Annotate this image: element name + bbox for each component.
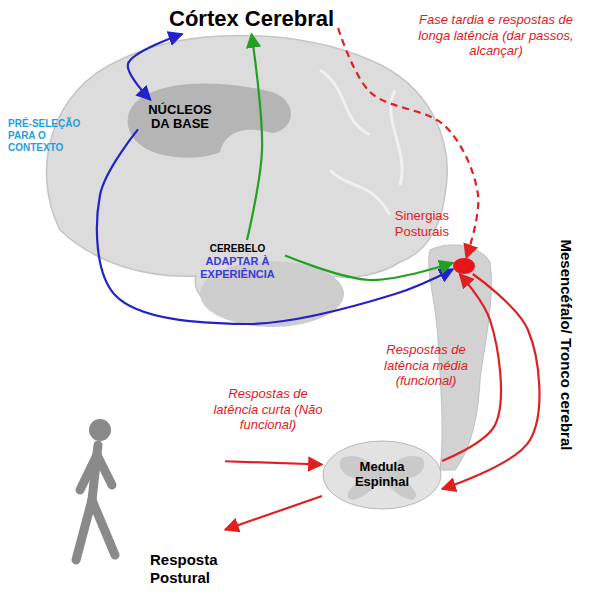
person-figure [76,445,115,560]
dot-shape [453,258,475,274]
node-text: NÚCLEOS DA BASE [141,103,219,132]
arm [80,455,97,490]
connector-arrow [225,496,322,530]
connector-arrow [97,129,453,324]
node-text: Medula Espinhal [342,460,422,490]
brain-gyrus [320,70,370,135]
region-title: Córtex Cerebral [165,4,338,34]
grey-matter [340,456,424,500]
edge-label: Respostas de latência média (funcional) [378,342,474,389]
region-label: NÚCLEOS DA BASE [138,100,222,135]
connector-arrow [338,28,478,258]
connector-arrow [225,461,322,464]
synergy-dot: Sinergias Posturais [453,258,475,274]
edge-label: Respostas de latência curta (Não funcion… [212,386,324,433]
region-label: Mesencéfalo/ Tronco cerebral [555,220,575,470]
arm [97,455,112,485]
postural-figure: Resposta Postural [60,415,225,600]
basal-ganglia [128,83,291,157]
node-text: Sinergias Posturais [367,208,449,241]
node-text: Córtex Cerebral [169,6,334,32]
connector-arrow [128,34,183,100]
connector-arrow [442,274,539,489]
spinal-cord: Medula Espinhal [322,440,442,510]
connector-arrow [247,34,262,240]
head [89,419,111,441]
region-label: CEREBELOADAPTAR À EXPERIÊNCIA [190,240,285,284]
brain-gyrus [330,170,390,215]
synergy-dot [453,258,475,274]
edge-label: Fase tardia e respostas de longa latênci… [410,12,582,59]
node-note: ADAPTAR À EXPERIÊNCIA [193,255,282,281]
node-text: Resposta Postural [150,551,225,587]
leg [76,500,92,560]
function-note: PRÉ-SELEÇÃO PARA O CONTEXTO [8,118,88,154]
leg [92,500,115,555]
node-text: CEREBELO [193,243,282,255]
cord-outline [323,441,441,509]
connector-arrow [285,256,453,281]
brainstem [429,245,492,470]
